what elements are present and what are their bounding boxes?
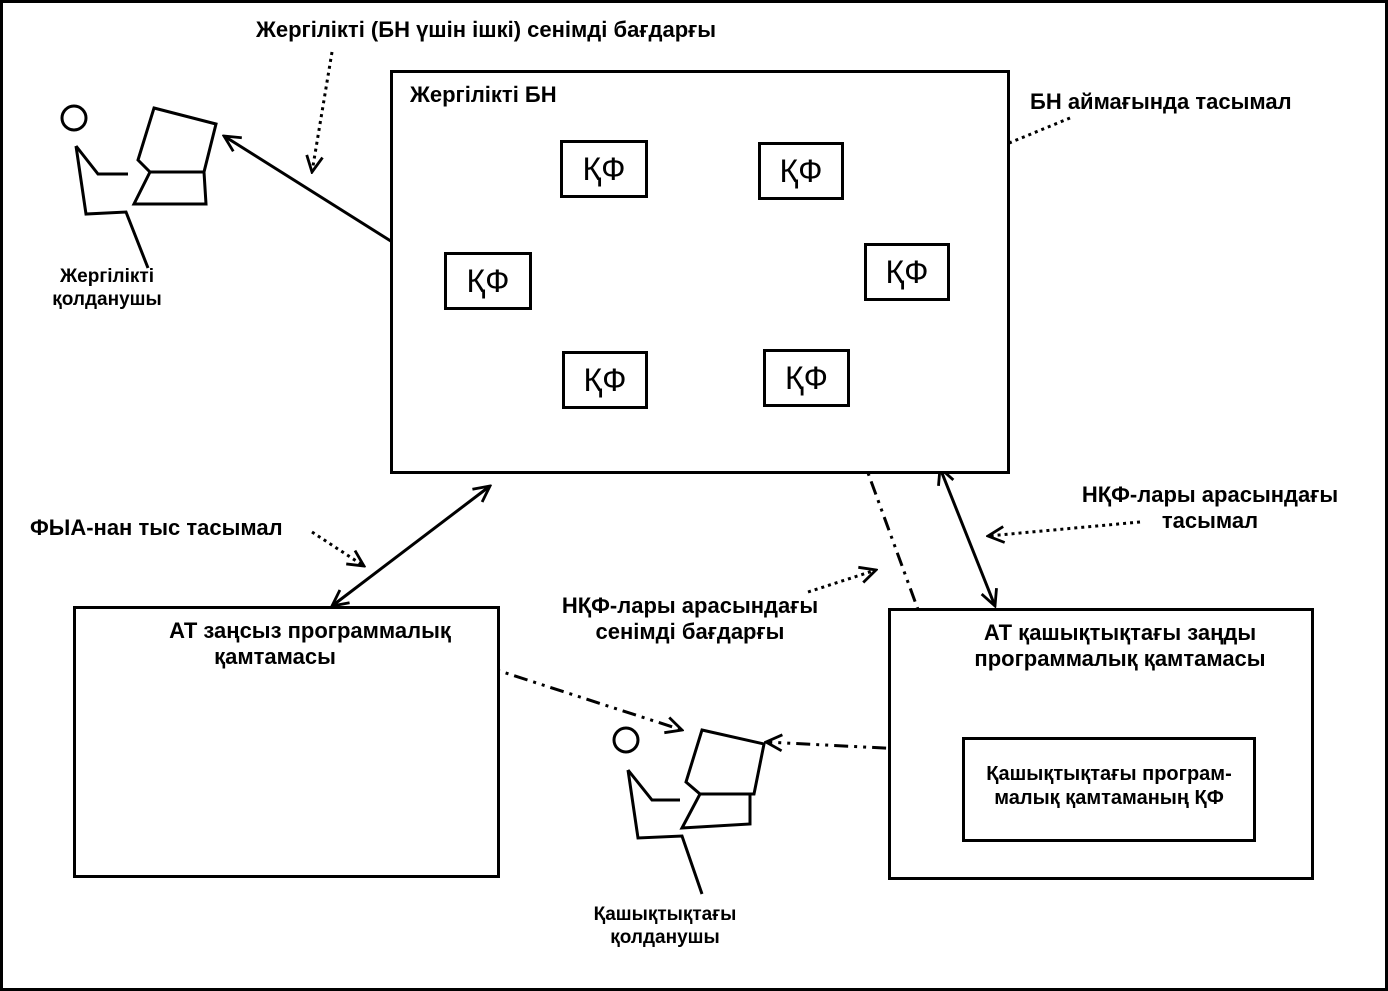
local-trusted-path-label: Жергілікті (БН үшін ішкі) сенімді бағдар… [256,17,717,42]
illegal-to-user-arrow [477,662,682,730]
annotation-pointers [312,51,1141,594]
local-user-label-line1: Жергілікті [60,266,154,287]
remote-kf-label: Қашықтықтағы програм- малық қамтаманың Қ… [962,762,1256,810]
kf-node-bottom-left: ҚФ [562,351,648,409]
nkf-transfer-label-line2: тасымал [1161,508,1259,534]
illegal-software-title: АТ заңсыз программалық қамтамасы [130,618,490,671]
remote-legal-software-title: АТ қашықтықтағы заңды программалық қамта… [930,620,1310,673]
remote-kf-label-line2: малық қамтаманың ҚФ [994,787,1224,809]
remote-legal-software-title-line2: программалық қамтамасы [974,646,1266,672]
nkf-transfer-label: НҚФ-лары арасындағы тасымал [1050,482,1370,535]
nkf-trusted-path-label-line1: НҚФ-лары арасындағы [561,593,819,618]
remote-legal-software-title-line1: АТ қашықтықтағы заңды [983,620,1257,645]
remote-kf-label-line1: Қашықтықтағы програм- [986,763,1232,785]
kf-node-left: ҚФ [444,252,532,310]
remote-user-label-line1: Қашықтықтағы [593,904,737,925]
local-user-label: Жергілікті қолданушы [22,266,192,312]
remote-user-icon [612,726,766,895]
remote-user-label-line2: қолданушы [610,926,720,948]
kf-node-bottom-right: ҚФ [763,349,850,407]
local-user-label-line2: қолданушы [52,288,162,310]
nkf-transfer-label-line1: НҚФ-лары арасындағы [1081,482,1339,507]
fya-transfer-label: ФЫА-нан тыс тасымал [30,515,283,540]
local-bn-title: Жергілікті БН [410,82,557,107]
illegal-software-title-line1: АТ заңсыз программалық [169,618,451,643]
remote-kf-to-user-arrow [766,742,963,754]
nkf-transfer-arrow [940,468,995,606]
illegal-software-box [73,606,500,878]
nkf-trusted-path-label-line2: сенімді бағдарғы [595,619,785,645]
local-user-icon [60,104,218,269]
fya-transfer-arrow [332,486,490,606]
illegal-software-title-line2: қамтамасы [214,644,336,670]
kf-node-top-right: ҚФ [758,142,844,200]
remote-user-label: Қашықтықтағы қолданушы [560,904,770,950]
kf-node-top-left: ҚФ [560,140,648,198]
kf-node-right: ҚФ [864,243,950,301]
nkf-trusted-path-label: НҚФ-лары арасындағы сенімді бағдарғы [520,593,860,646]
bn-transfer-label: БН аймағында тасымал [1030,89,1292,114]
remote-kf-box [962,737,1256,842]
